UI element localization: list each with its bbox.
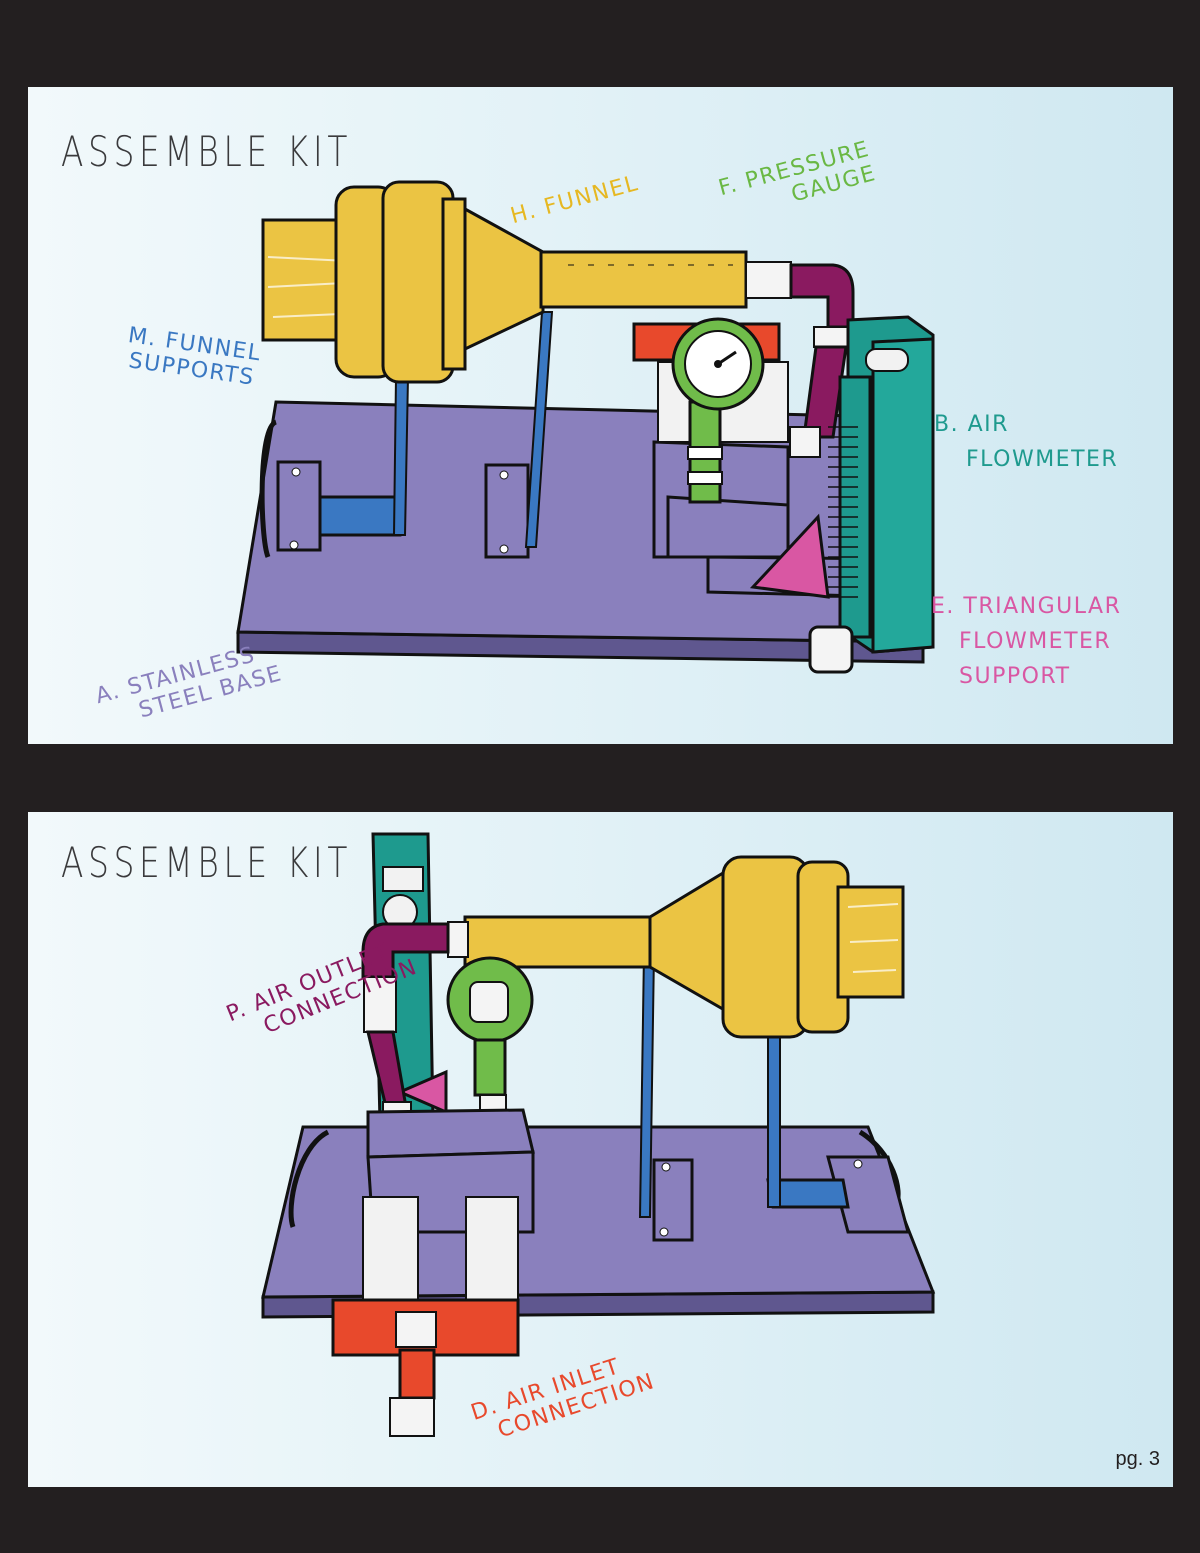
triangular-flowmeter-support [749,513,830,599]
triangular-flowmeter-support [396,1069,448,1115]
funnel-support-left [276,376,410,552]
air-flowmeter [808,315,935,674]
label-air-flowmeter-line1: B. AIR [934,412,1009,437]
assembly-panel-top: ASSEMBLE KIT [28,87,1173,744]
label-air-flowmeter: B. AIR FLOWMETER [934,407,1118,477]
label-triangular-support: E. TRIANGULAR FLOWMETER SUPPORT [931,589,1121,695]
assembly-illustration-bottom [261,832,936,1437]
label-triangular-support-line1: E. TRIANGULAR [931,594,1122,619]
panel-title: ASSEMBLE KIT [61,838,353,887]
page-number: pg. 3 [1115,1448,1160,1470]
funnel-support-right [484,311,554,559]
pressure-gauge [446,956,534,1131]
pressure-gauge [671,317,765,504]
outlet-fitting [745,261,855,458]
label-triangular-support-line3: SUPPORT [959,664,1071,690]
funnel-support-right [766,1031,910,1234]
panel-title: ASSEMBLE KIT [61,127,353,176]
label-air-flowmeter-line2: FLOWMETER [966,447,1119,473]
assembly-panel-bottom: ASSEMBLE KIT [28,812,1173,1487]
air-inlet-connection [331,1298,520,1437]
label-triangular-support-line2: FLOWMETER [959,629,1112,655]
funnel-support-left [638,951,694,1242]
air-outlet-connection [361,922,450,1143]
manifold-block [362,1108,535,1303]
funnel [261,180,748,384]
assembly-illustration-top [236,180,935,674]
